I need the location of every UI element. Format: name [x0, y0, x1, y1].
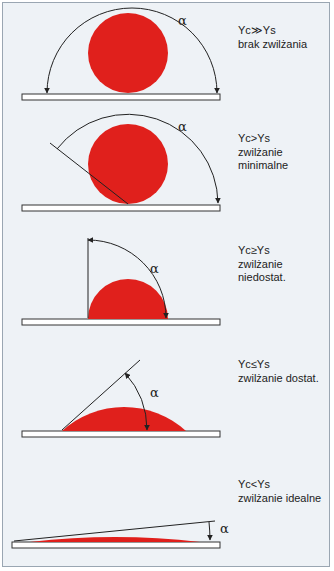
- angle-symbol: α: [178, 120, 187, 134]
- angle-symbol: α: [150, 386, 159, 400]
- wetting-label: zwilżanie dostat.: [238, 372, 324, 385]
- wetting-label: zwilżanie minimalne: [238, 146, 324, 172]
- condition-label: Yc>Ys: [238, 132, 324, 145]
- condition-label: Yc≫Ys: [238, 24, 324, 37]
- wetting-label: zwilżanie idealne: [238, 492, 324, 505]
- wetting-label: zwilżanie niedostat.: [238, 258, 324, 284]
- angle-symbol: α: [178, 14, 187, 28]
- condition-label: Yc≤Ys: [238, 358, 324, 371]
- condition-label: Yc≥Ys: [238, 244, 324, 257]
- frame: [2, 2, 330, 567]
- condition-label: Yc<Ys: [238, 478, 324, 491]
- angle-symbol: α: [150, 262, 159, 276]
- angle-symbol: α: [220, 522, 229, 536]
- wetting-label: brak zwilżania: [238, 38, 324, 51]
